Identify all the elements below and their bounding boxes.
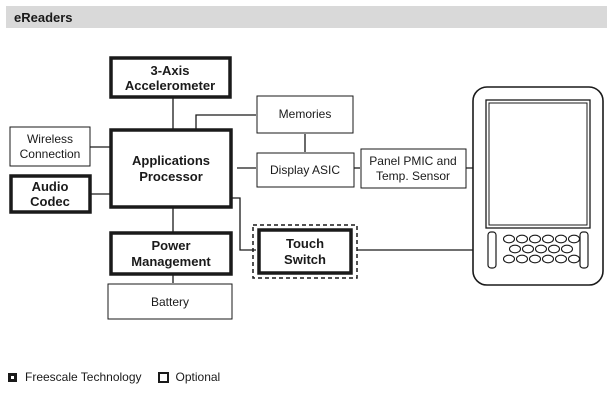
block-applications-processor: Applications Processor — [109, 128, 233, 209]
connector-ap-touch — [231, 197, 256, 251]
accelerometer-label-2: Accelerometer — [125, 78, 215, 93]
device-keypad — [502, 234, 581, 264]
power-label-2: Management — [131, 254, 211, 269]
block-panel-pmic: Panel PMIC and Temp. Sensor — [360, 148, 467, 189]
block-power-management: Power Management — [109, 231, 233, 276]
memories-label: Memories — [279, 107, 332, 121]
audio-label-2: Codec — [30, 194, 70, 209]
legend-solid-swatch — [8, 372, 17, 382]
block-display-asic: Display ASIC — [256, 152, 355, 188]
touch-label-2: Switch — [284, 252, 326, 267]
wireless-label-1: Wireless — [27, 132, 73, 146]
block-accelerometer: 3-Axis Accelerometer — [109, 56, 232, 99]
legend-optional-label: Optional — [175, 370, 221, 384]
ap-label-1: Applications — [132, 153, 210, 168]
block-touch-switch: Touch Switch — [252, 224, 358, 279]
panel-pmic-label-2: Temp. Sensor — [376, 169, 450, 183]
display-asic-label: Display ASIC — [270, 163, 340, 177]
battery-label: Battery — [151, 295, 189, 309]
accelerometer-label-1: 3-Axis — [150, 63, 189, 78]
legend: Freescale Technology Optional — [8, 369, 220, 385]
panel-pmic-label-1: Panel PMIC and — [369, 154, 456, 168]
block-memories: Memories — [256, 95, 354, 134]
ap-label-2: Processor — [139, 169, 203, 184]
device-left-button — [487, 231, 497, 269]
wireless-label-2: Connection — [20, 147, 81, 161]
page-title: eReaders — [14, 10, 73, 25]
block-audio-codec: Audio Codec — [9, 174, 92, 214]
legend-freescale-label: Freescale Technology — [25, 370, 142, 384]
connector-ap-memories — [195, 114, 256, 129]
header-bar: eReaders — [6, 6, 607, 28]
block-battery: Battery — [107, 283, 233, 320]
power-label-1: Power — [151, 238, 190, 253]
audio-label-1: Audio — [32, 179, 69, 194]
device-right-button — [579, 231, 589, 269]
ereader-device-illustration — [472, 86, 604, 286]
touch-label-1: Touch — [286, 236, 324, 251]
block-wireless: Wireless Connection — [9, 126, 91, 167]
device-screen-inner — [488, 102, 588, 226]
legend-dashed-swatch — [157, 371, 169, 383]
